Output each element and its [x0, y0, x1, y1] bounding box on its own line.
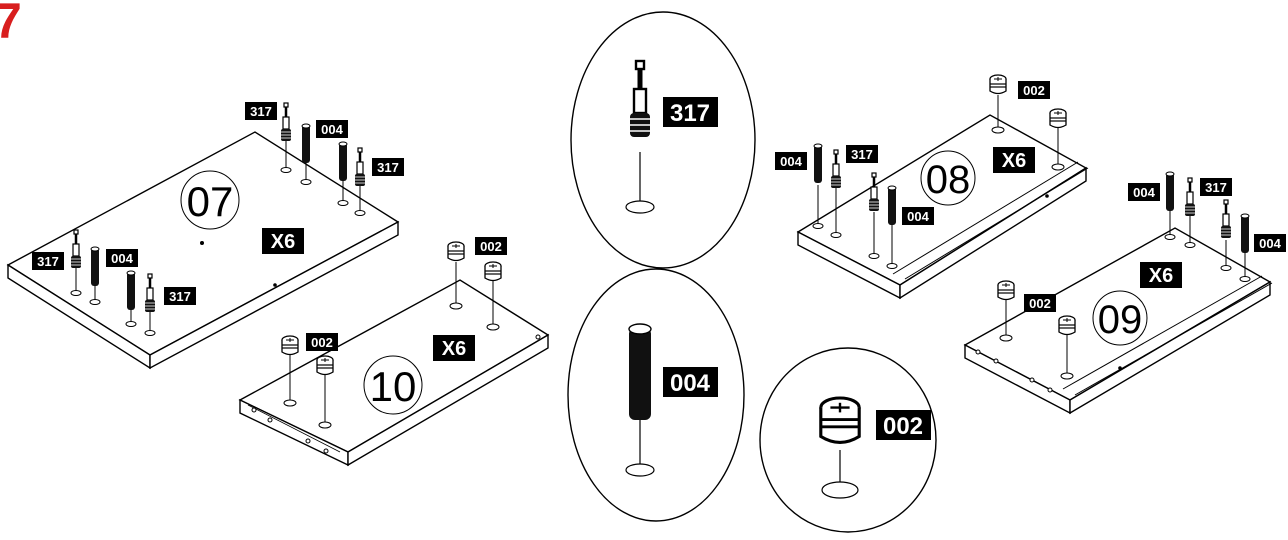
- wood-dowel-icon: [629, 328, 651, 420]
- panel-10-hardware: 002 002: [281, 237, 507, 429]
- step-number: 7: [0, 0, 22, 49]
- part-label-317: 317: [169, 289, 191, 304]
- detail-002-label: 002: [883, 413, 923, 440]
- cam-lock-nut-icon: [1049, 108, 1067, 129]
- panel-10-number-circle: [363, 355, 423, 415]
- detail-317-label: 317: [670, 100, 710, 127]
- part-label-002: 002: [311, 335, 333, 350]
- panel-07-hardware-lower: 317 004 317: [32, 228, 196, 336]
- panel-07-quantity: X6: [271, 231, 295, 253]
- part-label-317: 317: [377, 160, 399, 175]
- part-label-004: 004: [1259, 236, 1281, 251]
- wood-dowel-icon: [301, 123, 311, 164]
- cam-lock-nut-icon: [281, 335, 299, 356]
- panel-07: 07 X6 317 004 317: [6, 101, 404, 370]
- panel-08: 08 X6 002 004 317 004: [775, 74, 1089, 300]
- detail-004: 004: [567, 268, 745, 522]
- wood-dowel-icon: [1165, 171, 1175, 212]
- panel-08-number-circle: [920, 150, 976, 206]
- part-label-004: 004: [780, 154, 802, 169]
- cam-lock-nut-icon: [316, 355, 334, 376]
- cam-bolt-icon: [867, 171, 881, 213]
- panel-09-number-circle: [1092, 290, 1148, 346]
- part-label-002: 002: [480, 239, 502, 254]
- panel-10-quantity: X6: [442, 338, 466, 360]
- part-label-317: 317: [37, 254, 59, 269]
- part-label-004: 004: [111, 251, 133, 266]
- part-label-004: 004: [1133, 185, 1155, 200]
- panel-09-hardware: 004 317 004 002: [997, 171, 1286, 380]
- detail-002: 002: [759, 347, 937, 533]
- part-label-002: 002: [1023, 83, 1045, 98]
- part-label-317: 317: [250, 104, 272, 119]
- panel-10: 10 X6 002 002: [238, 237, 550, 467]
- panel-07-number-circle: [180, 170, 240, 230]
- wood-dowel-icon: [1240, 213, 1250, 254]
- part-label-002: 002: [1029, 296, 1051, 311]
- part-label-004: 004: [321, 122, 343, 137]
- cam-lock-nut-icon: [997, 280, 1015, 301]
- panel-10-number: 10: [370, 363, 417, 410]
- cam-bolt-icon: [1183, 176, 1197, 218]
- cam-lock-nut-icon: [447, 241, 465, 262]
- wood-dowel-icon: [90, 246, 100, 287]
- wood-dowel-icon: [887, 185, 897, 226]
- panel-08-hardware: 002 004 317 004: [775, 74, 1067, 269]
- panel-09-quantity: X6: [1149, 265, 1173, 287]
- panel-09: 09 X6 004 317 004 002: [963, 171, 1286, 415]
- cam-bolt-icon: [1219, 198, 1233, 240]
- wood-dowel-icon: [338, 141, 348, 182]
- part-label-317: 317: [851, 147, 873, 162]
- wood-dowel-icon: [813, 143, 823, 184]
- cam-lock-nut-icon: [1058, 315, 1076, 336]
- panel-07-number: 07: [187, 178, 234, 225]
- cam-lock-nut-icon: [484, 261, 502, 282]
- wood-dowel-icon: [126, 270, 136, 311]
- cam-lock-nut-icon: [989, 74, 1007, 95]
- cam-bolt-icon: [353, 146, 367, 188]
- cam-lock-nut-icon: [819, 396, 861, 444]
- detail-317: 317: [570, 11, 756, 269]
- cam-bolt-icon: [279, 101, 293, 143]
- panel-08-quantity: X6: [1002, 150, 1026, 172]
- panel-07-hardware-upper: 317 004 317: [245, 101, 404, 216]
- detail-004-label: 004: [670, 370, 711, 397]
- part-label-317: 317: [1205, 180, 1227, 195]
- panel-08-number: 08: [926, 158, 971, 202]
- panel-09-number: 09: [1098, 298, 1143, 342]
- cam-bolt-icon: [829, 148, 843, 190]
- part-label-004: 004: [907, 209, 929, 224]
